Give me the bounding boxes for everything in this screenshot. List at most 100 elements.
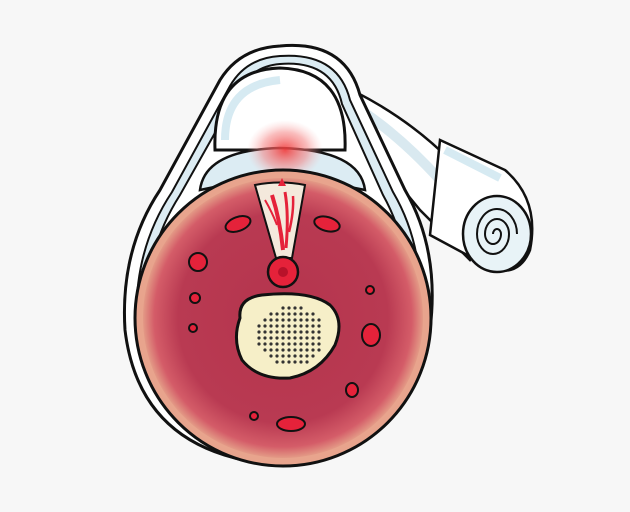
marrow-dot [293,348,296,351]
marrow-dot [305,342,308,345]
marrow-dot [281,324,284,327]
marrow-dot [275,324,278,327]
marrow-dot [269,336,272,339]
marrow-dot [269,324,272,327]
marrow-dot [299,360,302,363]
marrow-dot [263,348,266,351]
marrow-dot [311,312,314,315]
marrow-dot [275,354,278,357]
marrow-dot [299,348,302,351]
marrow-dot [299,336,302,339]
marrow-dot [275,348,278,351]
marrow-dot [305,336,308,339]
vessel [189,253,207,271]
vessel [189,324,197,332]
marrow-dot [269,318,272,321]
marrow-dot [317,330,320,333]
marrow-dot [275,330,278,333]
marrow-dot [257,336,260,339]
vessel [346,383,358,397]
blood-vessel-icon [268,257,298,287]
marrow-dot [293,360,296,363]
marrow-dot [269,312,272,315]
marrow-dot [293,318,296,321]
marrow-dot [263,336,266,339]
marrow-dot [269,348,272,351]
marrow-dot [293,336,296,339]
marrow-dot [311,318,314,321]
marrow-dot [299,330,302,333]
marrow-dot [287,306,290,309]
marrow-dot [281,342,284,345]
marrow-dot [263,318,266,321]
marrow-dot [287,324,290,327]
marrow-dot [293,342,296,345]
marrow-dot [293,324,296,327]
vessel [362,324,380,346]
marrow-dot [299,306,302,309]
marrow-dot [281,312,284,315]
marrow-dot [257,342,260,345]
marrow-dot [263,330,266,333]
marrow-dot [281,360,284,363]
marrow-dot [281,336,284,339]
marrow-dot [293,354,296,357]
marrow-dot [275,360,278,363]
marrow-dot [287,342,290,345]
marrow-dot [317,348,320,351]
marrow-dot [305,324,308,327]
marrow-dot [275,336,278,339]
marrow-dot [293,330,296,333]
marrow-dot [311,342,314,345]
marrow-dot [299,312,302,315]
marrow-dot [311,348,314,351]
marrow-dot [299,324,302,327]
marrow-dot [275,342,278,345]
marrow-dot [311,336,314,339]
marrow-dot [275,312,278,315]
marrow-dot [281,306,284,309]
marrow-dot [311,324,314,327]
marrow-dot [287,318,290,321]
marrow-dot [293,312,296,315]
marrow-dot [269,354,272,357]
marrow-dot [263,342,266,345]
marrow-dot [281,354,284,357]
marrow-dot [263,324,266,327]
marrow-dot [305,330,308,333]
marrow-dot [275,318,278,321]
marrow-dot [281,318,284,321]
marrow-dot [305,348,308,351]
marrow-dot [317,318,320,321]
marrow-dot [305,360,308,363]
marrow-dot [299,354,302,357]
marrow-dot [299,318,302,321]
marrow-dot [287,330,290,333]
marrow-dot [257,330,260,333]
marrow-dot [311,354,314,357]
marrow-dot [287,360,290,363]
marrow-dot [257,324,260,327]
marrow-dot [305,318,308,321]
marrow-dot [281,330,284,333]
marrow-dot [317,336,320,339]
marrow-dot [317,324,320,327]
marrow-dot [305,354,308,357]
marrow-dot [299,342,302,345]
marrow-dot [287,354,290,357]
marrow-dot [311,330,314,333]
marrow-dot [317,342,320,345]
marrow-dot [293,306,296,309]
marrow-dot [269,342,272,345]
marrow-dot [287,312,290,315]
vessel [366,286,374,294]
marrow-dot [269,330,272,333]
marrow-dot [281,348,284,351]
vessel [190,293,200,303]
vessel [250,412,258,420]
marrow-dot [287,348,290,351]
marrow-dot [305,312,308,315]
vessel [277,417,305,431]
